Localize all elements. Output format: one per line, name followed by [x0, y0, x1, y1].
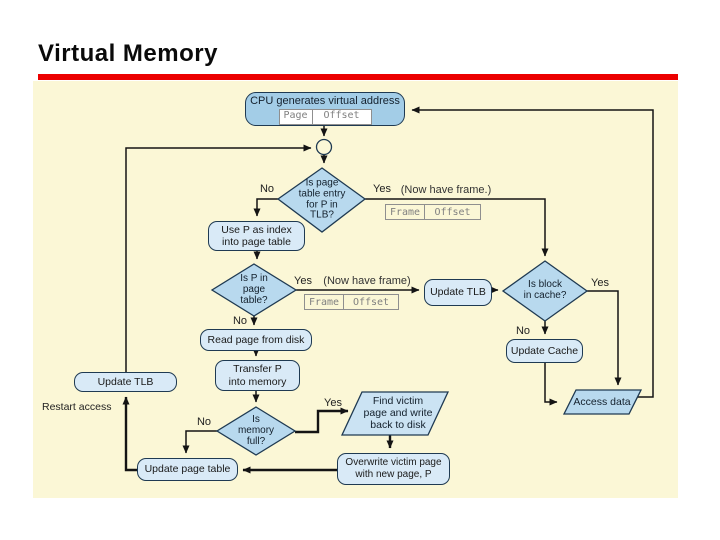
page-field: Page — [283, 110, 308, 122]
tlb-diamond — [276, 167, 367, 233]
memory-diamond — [215, 406, 297, 456]
page-table-diamond-label: Is P in page table? — [240, 272, 268, 306]
edge-tlb-yes — [365, 198, 549, 257]
page-title: Virtual Memory — [38, 40, 218, 67]
memory-yes-label: Yes — [324, 397, 342, 409]
access-data-label: Access data — [573, 396, 631, 408]
cpu-box: CPU generates virtual address Page Offse… — [245, 92, 405, 126]
edge-memory-no — [182, 430, 217, 454]
read-page-box: Read page from disk — [200, 329, 312, 351]
edge-updatecache-to-access — [544, 363, 558, 406]
update-tlb-box: Update TLB — [424, 279, 492, 306]
title-underline — [38, 74, 678, 80]
tlb-yes-label: Yes — [373, 183, 391, 195]
update-page-table-box: Update page table — [137, 458, 238, 481]
cpu-box-label: CPU generates virtual address — [250, 95, 400, 107]
pt-yes-note: (Now have frame) — [323, 275, 411, 287]
offset-field: Offset — [424, 205, 480, 219]
edge-memory-yes — [295, 407, 349, 434]
page-table-diamond — [210, 263, 298, 317]
edge-updatept-to-updatetlb — [122, 396, 137, 472]
offset-field: Offset — [343, 295, 398, 309]
use-p-index-box: Use P as index into page table — [208, 221, 305, 251]
cache-no-label: No — [515, 325, 531, 337]
frame-offset-fields-pt: Frame Offset — [304, 294, 399, 310]
update-cache-box: Update Cache — [506, 339, 583, 363]
memory-no-label: No — [196, 416, 212, 428]
tlb-no-label: No — [259, 183, 275, 195]
offset-field: Offset — [311, 109, 371, 124]
tlb-diamond-label: Is page table entry for P in TLB? — [298, 177, 346, 221]
frame-field: Frame — [389, 206, 421, 218]
edge-cache-yes — [587, 290, 622, 386]
access-data-parallelogram — [562, 389, 643, 415]
edge-access-feedback-to-cpu — [411, 106, 654, 398]
update-tlb-left-box: Update TLB — [74, 372, 177, 392]
frame-field: Frame — [308, 296, 340, 308]
page-offset-fields: Page Offset — [278, 108, 372, 125]
junction-connector — [315, 138, 333, 156]
cache-diamond-label: Is block in cache? — [523, 279, 567, 301]
find-victim-label: Find victim page and write back to disk — [363, 395, 433, 431]
pt-yes-label: Yes — [294, 275, 312, 287]
find-victim-parallelogram — [340, 391, 450, 436]
frame-offset-fields-tlb: Frame Offset — [385, 204, 481, 220]
restart-access-label: Restart access — [42, 401, 112, 413]
overwrite-victim-box: Overwrite victim page with new page, P — [337, 453, 450, 485]
tlb-yes-note: (Now have frame.) — [400, 184, 492, 196]
cache-diamond — [501, 260, 589, 322]
cache-yes-label: Yes — [591, 277, 609, 289]
edge-updatetlb-to-connector — [125, 144, 312, 372]
transfer-p-box: Transfer P into memory — [215, 360, 300, 391]
edge-tlb-no — [253, 198, 278, 217]
pt-no-label: No — [232, 315, 248, 327]
memory-diamond-label: Is memory full? — [237, 413, 275, 447]
